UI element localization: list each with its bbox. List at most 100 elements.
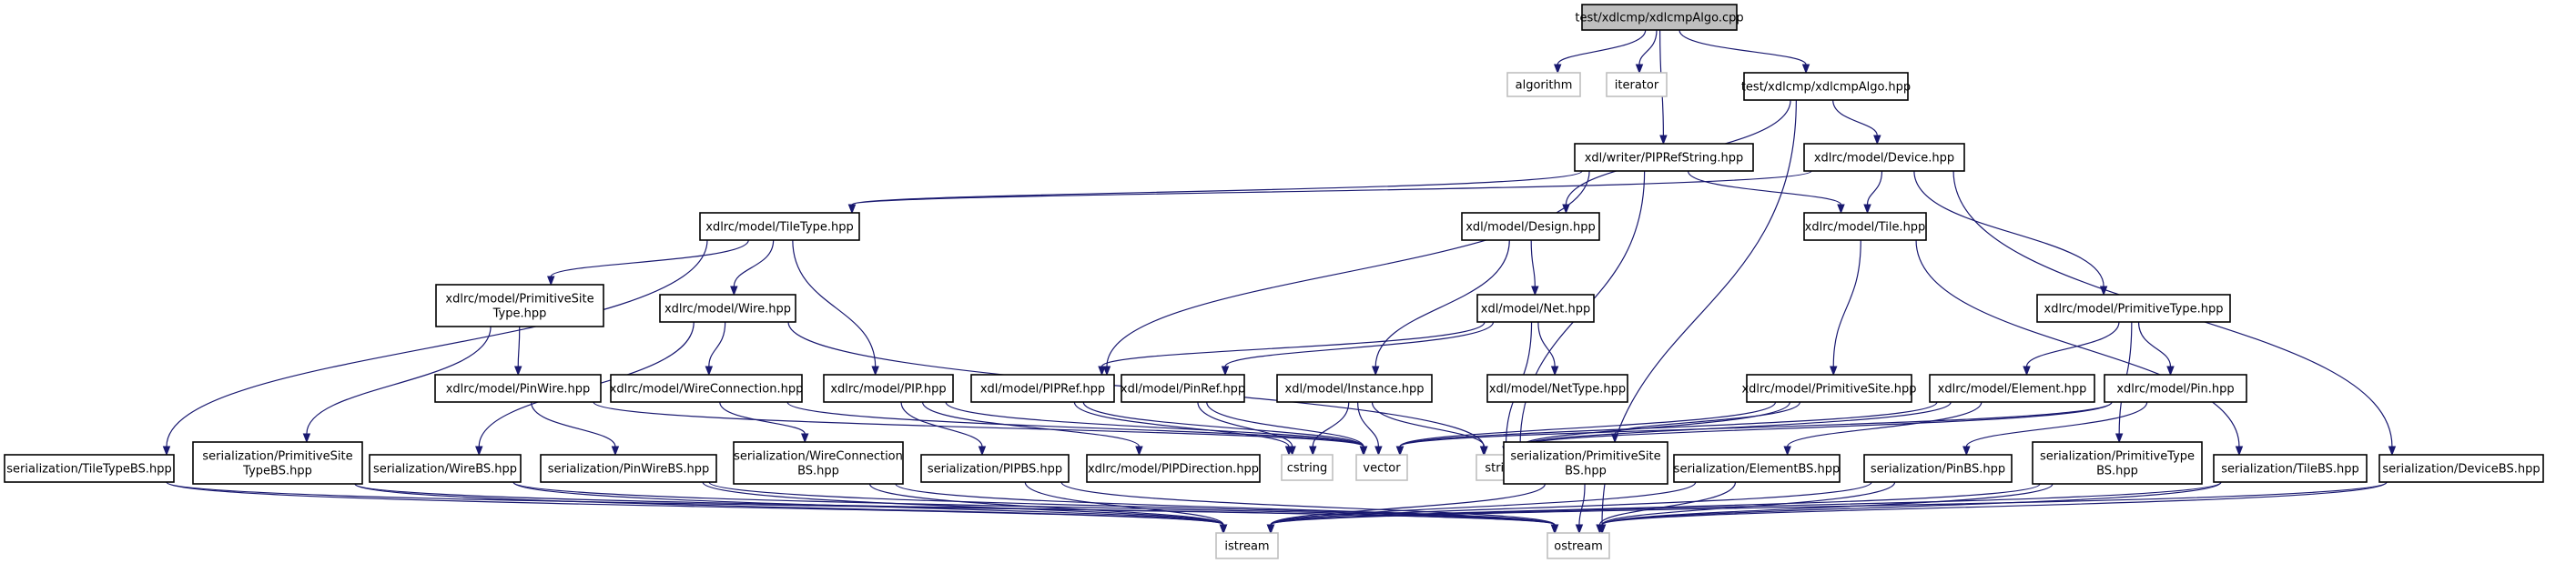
node-box [1746, 374, 1912, 403]
edge-element-to-elementbs [1783, 401, 1983, 457]
node-pipdirection[interactable]: xdlrc/model/PIPDirection.hpp [1086, 454, 1261, 483]
edge-pip-to-pipdirection [921, 401, 1143, 457]
node-primtype[interactable]: xdlrc/model/PrimitiveType.hpp [2036, 294, 2231, 323]
node-tiletypebs[interactable]: serialization/TileTypeBS.hpp [4, 454, 175, 483]
edge-devicebs-to-istream [1266, 481, 2388, 535]
node-algo_hpp[interactable]: test/xdlcmp/xdlcmpAlgo.hpp [1741, 72, 1911, 101]
node-box [1803, 212, 1927, 241]
node-elementbs[interactable]: serialization/ElementBS.hpp [1673, 454, 1841, 483]
edge-pipref_string-to-tile [1687, 170, 1845, 215]
node-pinbs[interactable]: serialization/PinBS.hpp [1863, 454, 2013, 483]
edge-pipbs-to-ostream [1060, 481, 1559, 535]
edge-tile-to-tilebs [1915, 239, 2244, 457]
node-primsite[interactable]: xdlrc/model/PrimitiveSite.hpp [1741, 374, 1917, 403]
edge-devicebs-to-ostream [1597, 481, 2388, 535]
node-label: TypeBS.hpp [242, 465, 312, 478]
edge-wirebs-to-istream [512, 481, 1228, 535]
node-istream[interactable]: istream [1215, 532, 1279, 559]
node-label: serialization/WireConnection [734, 450, 903, 464]
node-label: istream [1224, 540, 1269, 554]
node-box [1121, 374, 1245, 403]
node-pin[interactable]: xdlrc/model/Pin.hpp [2104, 374, 2247, 403]
node-wire[interactable]: xdlrc/model/Wire.hpp [659, 294, 796, 323]
node-pip[interactable]: xdlrc/model/PIP.hpp [823, 374, 954, 403]
edge-device-to-tiletype [847, 170, 1812, 215]
node-nettype[interactable]: xdl/model/NetType.hpp [1486, 374, 1628, 403]
node-label: xdl/model/PIPRef.hpp [980, 383, 1105, 397]
node-box [2213, 454, 2368, 483]
node-label: xdlrc/model/PrimitiveSite.hpp [1741, 383, 1916, 397]
edge-device-to-primtype [1913, 170, 2108, 297]
node-label: serialization/DeviceBS.hpp [2382, 463, 2540, 477]
node-root[interactable]: test/xdlcmp/xdlcmpAlgo.cpp [1575, 4, 1744, 31]
edge-net-to-pipref [1098, 321, 1486, 377]
node-element[interactable]: xdlrc/model/Element.hpp [1929, 374, 2095, 403]
node-instance[interactable]: xdl/model/Instance.hpp [1276, 374, 1433, 403]
edge-pipref-to-vector [1082, 401, 1368, 457]
node-iterator[interactable]: iterator [1606, 72, 1668, 97]
edges-layer [162, 29, 2397, 535]
node-box [1461, 212, 1600, 241]
edge-root-to-algorithm [1554, 29, 1647, 75]
edge-pinref-to-cstring [1197, 401, 1296, 457]
node-box [2378, 454, 2544, 483]
node-box [1547, 532, 1610, 559]
node-tilebs[interactable]: serialization/TileBS.hpp [2213, 454, 2368, 483]
node-net[interactable]: xdl/model/Net.hpp [1476, 294, 1595, 323]
node-cstring[interactable]: cstring [1281, 454, 1334, 481]
node-box [659, 294, 796, 323]
edge-tile-to-primsite [1830, 239, 1861, 377]
node-label: serialization/ElementBS.hpp [1674, 463, 1841, 477]
node-label: ostream [1554, 540, 1603, 554]
node-box [1803, 143, 1965, 172]
node-label: xdl/model/Design.hpp [1465, 221, 1596, 235]
edge-primtype-to-pin [2137, 321, 2175, 377]
edge-root-to-algo_hpp [1678, 29, 1810, 75]
node-label: xdl/model/NetType.hpp [1489, 383, 1626, 397]
node-algorithm[interactable]: algorithm [1506, 72, 1581, 97]
edge-primsitebs-to-ostream [1575, 483, 1586, 535]
edge-tiletype-to-tiletypebs [162, 239, 708, 457]
node-box [1506, 72, 1581, 97]
node-label: xdlrc/model/Pin.hpp [2116, 383, 2234, 397]
node-pinwire[interactable]: xdlrc/model/PinWire.hpp [434, 374, 602, 403]
node-box [920, 454, 1070, 483]
node-label: serialization/PrimitiveSite [202, 450, 352, 464]
edge-primsitetype-to-pinwire [514, 326, 522, 377]
node-label: serialization/PrimitiveType [2040, 450, 2195, 464]
node-ostream[interactable]: ostream [1547, 532, 1610, 559]
node-devicebs[interactable]: serialization/DeviceBS.hpp [2378, 454, 2544, 483]
node-label: serialization/PrimitiveSite [1510, 450, 1660, 464]
node-label: BS.hpp [797, 465, 839, 478]
node-label: serialization/PinBS.hpp [1871, 463, 2005, 477]
node-vector[interactable]: vector [1355, 454, 1408, 481]
node-device[interactable]: xdlrc/model/Device.hpp [1803, 143, 1965, 172]
node-label: algorithm [1516, 79, 1573, 93]
node-label: xdlrc/model/Device.hpp [1814, 152, 1954, 166]
node-box [1606, 72, 1668, 97]
node-pipbs[interactable]: serialization/PIPBS.hpp [920, 454, 1070, 483]
node-wireconn[interactable]: xdlrc/model/WireConnection.hpp [610, 374, 804, 403]
node-box [2104, 374, 2247, 403]
edge-instance-to-vector [1357, 401, 1383, 457]
node-pipref_string[interactable]: xdl/writer/PIPRefString.hpp [1574, 143, 1754, 172]
edge-pip-to-pipbs [900, 401, 987, 457]
edge-instance-to-string [1371, 401, 1488, 457]
node-tile[interactable]: xdlrc/model/Tile.hpp [1803, 212, 1927, 241]
edge-design-to-instance [1371, 239, 1510, 377]
edge-wire-to-wireconn [705, 321, 726, 377]
edge-primsite-to-primsitebs [1610, 401, 1800, 444]
node-box [1215, 532, 1279, 559]
node-tiletype[interactable]: xdlrc/model/TileType.hpp [699, 212, 860, 241]
node-pinwirebs[interactable]: serialization/PinWireBS.hpp [540, 454, 717, 483]
node-pipref[interactable]: xdl/model/PIPRef.hpp [970, 374, 1115, 403]
node-pinref[interactable]: xdl/model/PinRef.hpp [1121, 374, 1245, 403]
node-label: iterator [1615, 79, 1659, 93]
node-design[interactable]: xdl/model/Design.hpp [1461, 212, 1600, 241]
node-wirebs[interactable]: serialization/WireBS.hpp [369, 454, 522, 483]
